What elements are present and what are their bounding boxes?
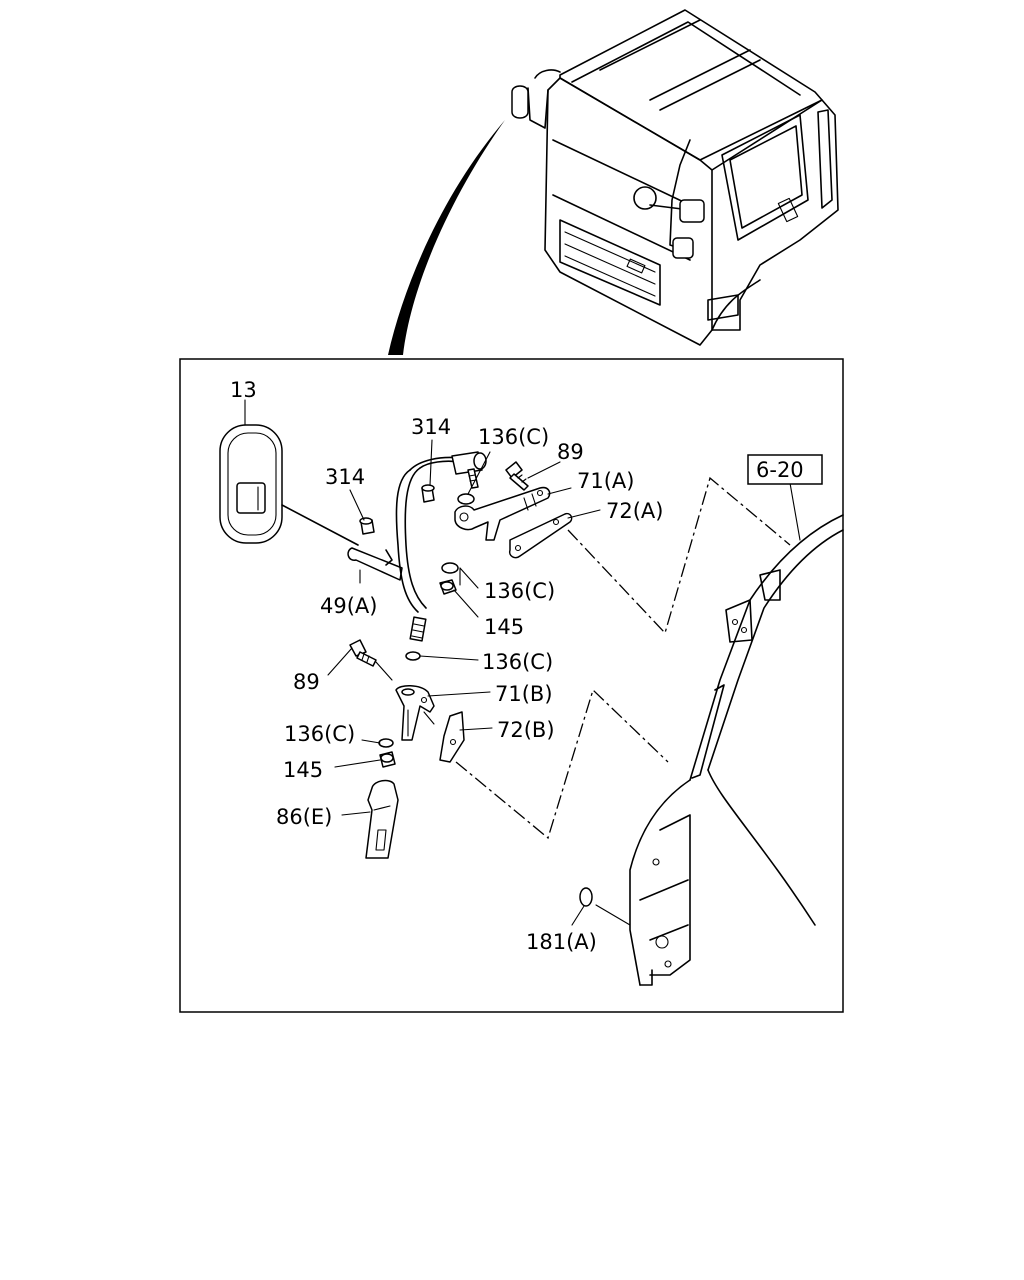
- label-71a: 71(A): [577, 469, 634, 493]
- mirror-stay-part: [347, 456, 461, 642]
- label-72b: 72(B): [497, 718, 555, 742]
- label-145-upper: 145: [484, 615, 524, 639]
- label-86e: 86(E): [276, 805, 332, 829]
- label-6-20: 6-20: [756, 458, 804, 482]
- screw-314-upper: [421, 484, 435, 503]
- bracket-72a: [508, 512, 573, 559]
- bolt-89-upper: [505, 461, 529, 491]
- label-314-upper: 314: [411, 415, 451, 439]
- label-181a: 181(A): [526, 930, 597, 954]
- ref-box: [747, 454, 823, 485]
- washer-136c-4: [378, 738, 394, 748]
- mirror-part: [219, 424, 283, 544]
- bracket-71a: [454, 486, 551, 541]
- bracket-71b: [395, 685, 435, 741]
- label-136c-2: 136(C): [484, 579, 555, 603]
- callout-pointer: [388, 120, 505, 355]
- cover-86e: [365, 779, 399, 859]
- label-72a: 72(A): [606, 499, 663, 523]
- label-145-lower: 145: [283, 758, 323, 782]
- label-71b: 71(B): [495, 682, 553, 706]
- bracket-72b: [439, 711, 465, 763]
- upper-pivot-bolt: [451, 451, 487, 489]
- truck-cab-illustration: [511, 9, 839, 346]
- nut-145-lower: [379, 751, 396, 768]
- label-136c-4: 136(C): [284, 722, 355, 746]
- label-13: 13: [230, 378, 257, 402]
- leader-lines: [244, 399, 801, 926]
- washer-136c-3: [405, 651, 421, 661]
- label-89-lower: 89: [293, 670, 320, 694]
- label-136c-3: 136(C): [482, 650, 553, 674]
- screw-314-lower: [359, 517, 375, 535]
- label-136c-1: 136(C): [478, 425, 549, 449]
- washer-136c-2: [441, 562, 459, 574]
- phantom-line-upper: [567, 476, 791, 635]
- cab-pillar-section: [629, 514, 844, 986]
- label-49a: 49(A): [320, 594, 377, 618]
- washer-136c-1: [457, 493, 475, 505]
- plug-181a: [579, 887, 593, 907]
- detail-frame: [179, 358, 844, 1013]
- bolt-89-lower: [349, 639, 377, 667]
- label-314-lower: 314: [325, 465, 365, 489]
- label-89-upper: 89: [557, 440, 584, 464]
- nut-145-upper: [439, 579, 457, 595]
- phantom-line-lower: [455, 688, 669, 840]
